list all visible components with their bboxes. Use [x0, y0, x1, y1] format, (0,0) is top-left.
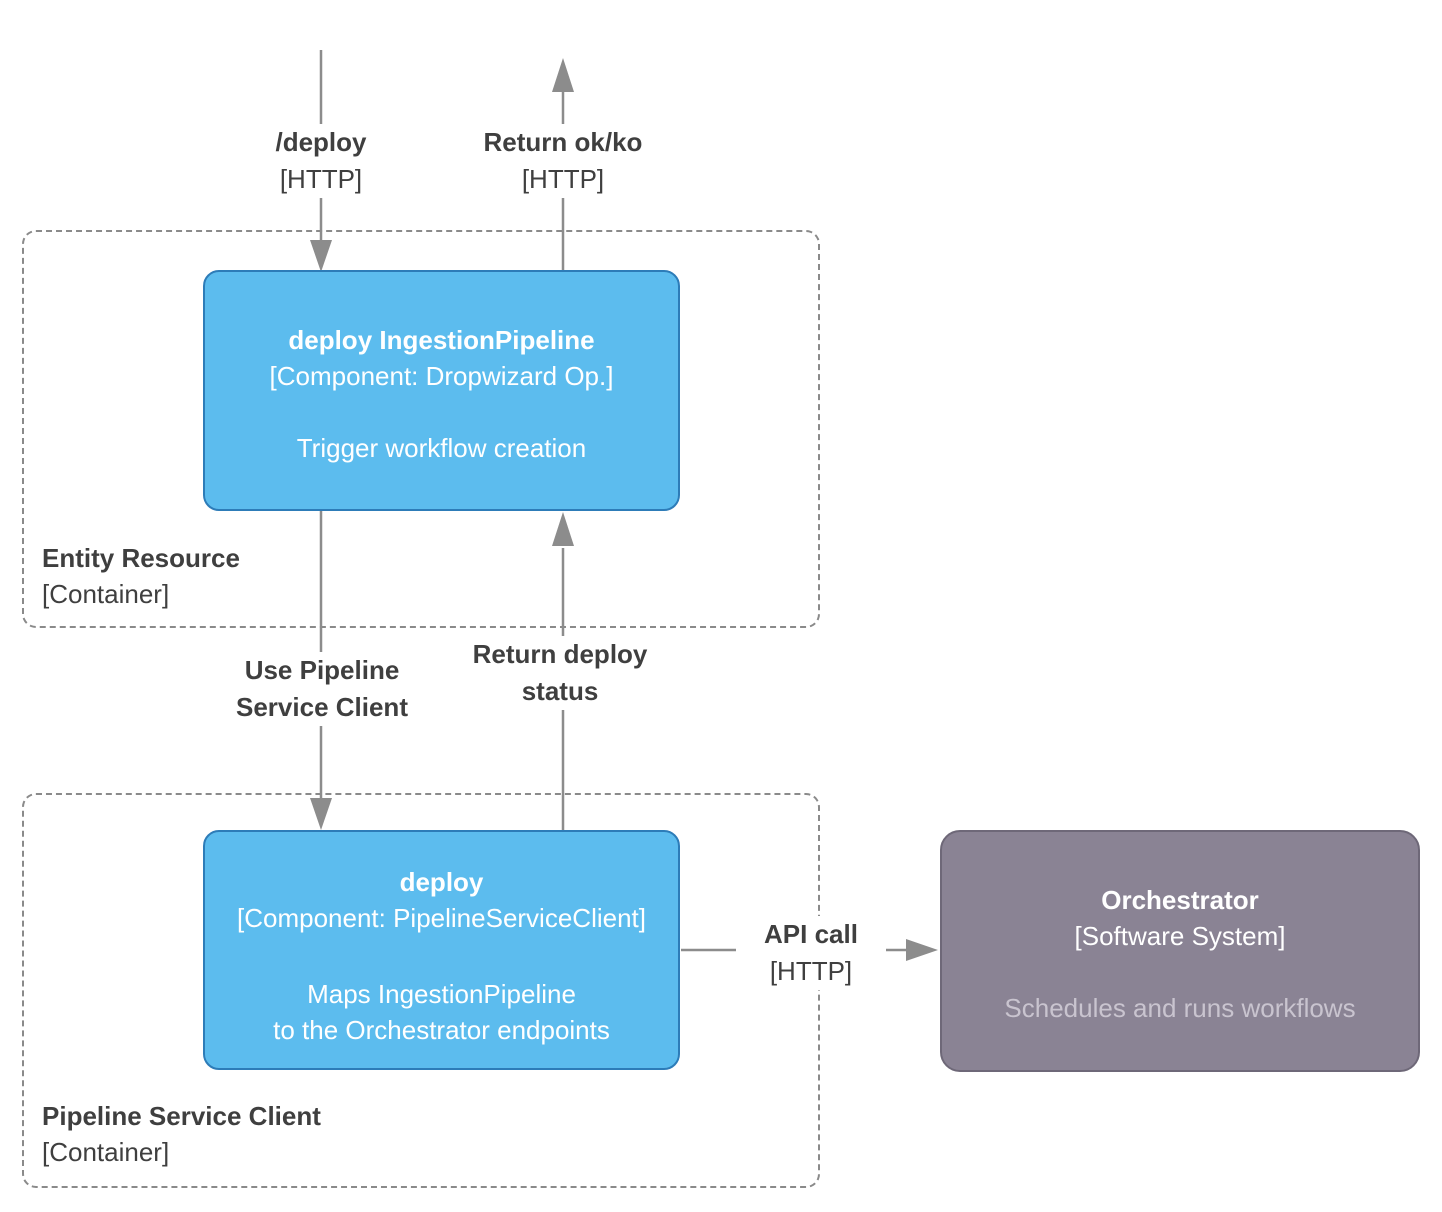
spacer: [205, 936, 678, 976]
entity-resource-type: [Container]: [42, 579, 170, 609]
pipeline-service-client-label: Pipeline Service Client [Container]: [42, 1098, 321, 1170]
component-title: deploy IngestionPipeline: [288, 325, 595, 355]
api-call-label: API call: [764, 919, 858, 949]
use-pipeline-label-line1: Use Pipeline: [244, 655, 400, 685]
pipeline-service-client-type: [Container]: [42, 1137, 170, 1167]
return-ok-label: Return ok/ko: [483, 127, 643, 157]
return-status-label-line2: status: [521, 676, 599, 706]
component-deploy-client: deploy [Component: PipelineServiceClient…: [203, 830, 680, 1070]
component-description: Trigger workflow creation: [296, 433, 587, 463]
component-description-line2: to the Orchestrator endpoints: [273, 1015, 610, 1045]
deploy-in-label: /deploy: [275, 127, 367, 157]
pipeline-service-client-container: [22, 793, 820, 1188]
external-system-description: Schedules and runs workflows: [1004, 993, 1356, 1023]
component-description-line1: Maps IngestionPipeline: [307, 979, 576, 1009]
component-subtitle: [Component: PipelineServiceClient]: [237, 903, 646, 933]
spacer: [942, 954, 1418, 990]
entity-resource-container: [22, 230, 820, 628]
return-ok-protocol: [HTTP]: [521, 164, 605, 194]
component-title: deploy: [399, 867, 484, 897]
deploy-in-protocol: [HTTP]: [279, 164, 363, 194]
api-call-protocol: [HTTP]: [769, 956, 853, 986]
component-subtitle: [Component: Dropwizard Op.]: [269, 361, 614, 391]
spacer: [205, 394, 678, 430]
pipeline-service-client-name: Pipeline Service Client: [42, 1101, 321, 1131]
use-pipeline-flow-label: Use Pipeline Service Client: [212, 652, 432, 726]
return-ok-flow-label: Return ok/ko [HTTP]: [453, 124, 673, 198]
use-pipeline-label-line2: Service Client: [236, 692, 408, 722]
component-deploy-ingestion-pipeline: deploy IngestionPipeline [Component: Dro…: [203, 270, 680, 511]
entity-resource-name: Entity Resource: [42, 543, 240, 573]
external-system-title: Orchestrator: [1101, 885, 1259, 915]
external-system-subtitle: [Software System]: [1074, 921, 1286, 951]
deploy-in-flow-label: /deploy [HTTP]: [221, 124, 421, 198]
return-status-flow-label: Return deploy status: [450, 636, 670, 710]
entity-resource-label: Entity Resource [Container]: [42, 540, 240, 612]
return-status-label-line1: Return deploy: [472, 639, 648, 669]
external-system-orchestrator: Orchestrator [Software System] Schedules…: [940, 830, 1420, 1072]
api-call-flow-label: API call [HTTP]: [736, 916, 886, 990]
